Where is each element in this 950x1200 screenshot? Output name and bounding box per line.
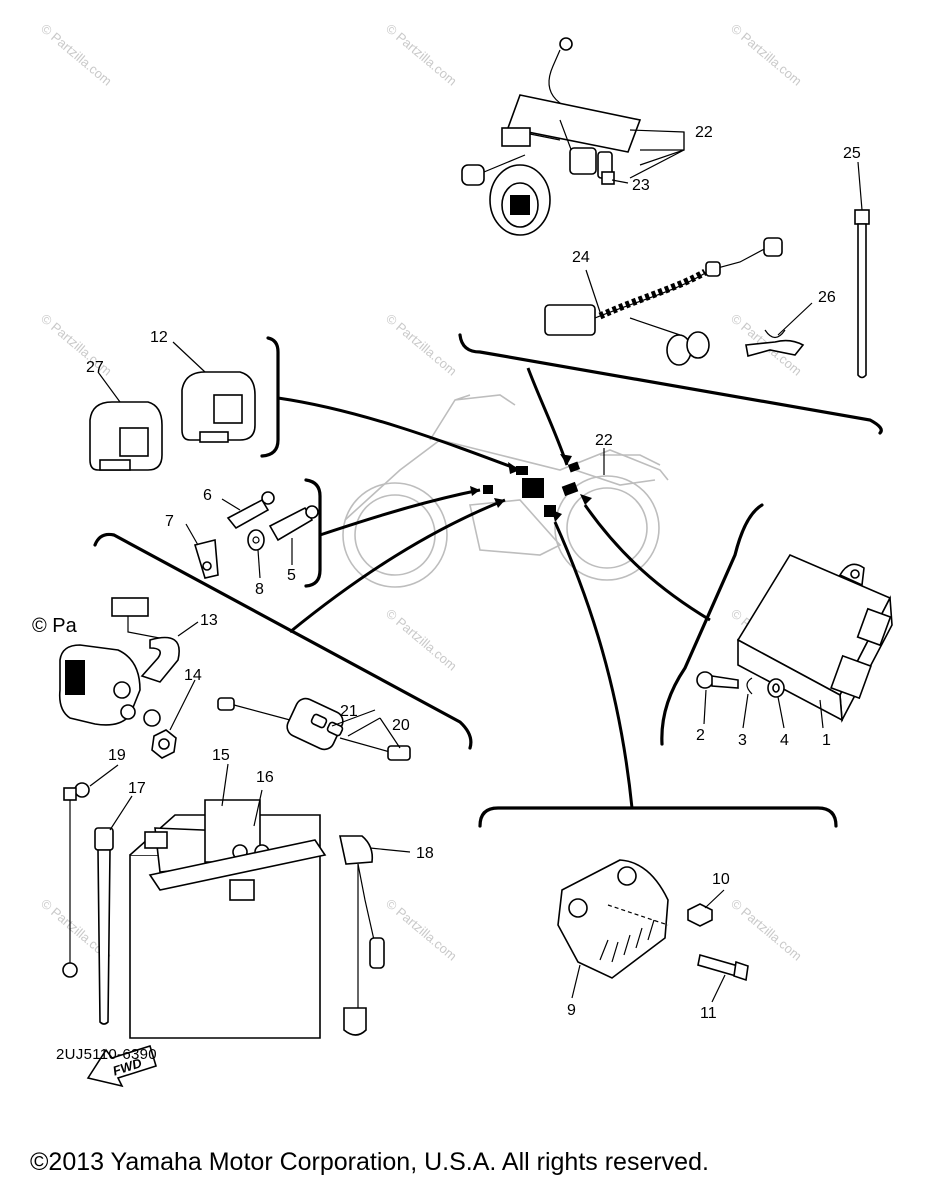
bracket-rectifier xyxy=(478,806,838,828)
callout-4: 4 xyxy=(780,732,789,749)
fwd-arrow-icon: FWD xyxy=(86,1044,157,1088)
watermark: © Partzilla.com xyxy=(383,606,460,674)
bolt-11 xyxy=(697,953,749,982)
wire-harness-assembly xyxy=(461,37,685,236)
callout-27: 27 xyxy=(86,359,104,376)
nut-14 xyxy=(151,729,177,759)
callout-9: 9 xyxy=(567,1002,576,1019)
watermark: © Partzilla.com xyxy=(383,21,460,89)
relay-27 xyxy=(89,401,163,471)
callout-18: 18 xyxy=(416,845,434,862)
rectifier-9 xyxy=(557,859,669,979)
cable-tie-25 xyxy=(854,209,870,379)
bracket-sensors xyxy=(304,478,322,588)
callout-15: 15 xyxy=(212,747,230,764)
cdi-unit-1 xyxy=(736,553,893,723)
callout-6: 6 xyxy=(203,487,212,504)
callout-leaders xyxy=(89,132,863,1003)
callout-19: 19 xyxy=(108,747,126,764)
washer-4 xyxy=(767,678,785,698)
bracket-top-right xyxy=(458,333,883,435)
screw-2 xyxy=(696,671,739,689)
watermark: © Partzilla.com xyxy=(728,896,805,964)
callout-22-bike: 22 xyxy=(595,432,613,449)
starter-relay-13 xyxy=(58,597,180,727)
callout-10: 10 xyxy=(712,871,730,888)
copyright-notice: ©2013 Yamaha Motor Corporation, U.S.A. A… xyxy=(30,1148,709,1176)
callout-14: 14 xyxy=(184,667,202,684)
callout-20: 20 xyxy=(392,717,410,734)
callout-26: 26 xyxy=(818,289,836,306)
callout-17: 17 xyxy=(128,780,146,797)
bracket-relays xyxy=(260,336,280,458)
bracket-cdi xyxy=(660,503,764,746)
callout-23: 23 xyxy=(632,177,650,194)
fuses-21 xyxy=(310,713,344,737)
watermark-layer: © Partzilla.com © Partzilla.com © Partzi… xyxy=(38,21,805,964)
watermark: © Partzilla.com xyxy=(38,21,115,89)
callout-2: 2 xyxy=(696,727,705,744)
callout-16: 16 xyxy=(256,769,274,786)
battery-15 xyxy=(129,799,321,1039)
callout-24: 24 xyxy=(572,249,590,266)
bracket-left xyxy=(93,532,473,750)
bolt-10 xyxy=(687,903,713,927)
relay-12 xyxy=(181,371,256,443)
callout-5: 5 xyxy=(287,567,296,584)
callout-3: 3 xyxy=(738,732,747,749)
watermark: © Partzilla.com xyxy=(383,311,460,379)
wire-lead-24 xyxy=(544,237,783,366)
watermark: © Partzilla.com xyxy=(383,896,460,964)
motorcycle-silhouette xyxy=(342,394,669,588)
fuse-holder-20 xyxy=(217,697,411,761)
callout-25: 25 xyxy=(843,145,861,162)
washer-3 xyxy=(746,677,753,695)
watermark-partial: © Pa xyxy=(32,615,78,637)
callout-1: 1 xyxy=(822,732,831,749)
leader-lines xyxy=(277,367,711,809)
callout-22-top: 22 xyxy=(695,124,713,141)
callout-11: 11 xyxy=(700,1005,717,1022)
diagram-code: 2UJ5110-6390 xyxy=(56,1046,157,1063)
callout-12: 12 xyxy=(150,329,168,346)
group-brackets xyxy=(93,333,883,828)
band-26 xyxy=(745,329,805,358)
callout-7: 7 xyxy=(165,513,174,530)
sensor-switches xyxy=(193,491,319,579)
lead-17 xyxy=(94,827,114,1025)
sensor-18 xyxy=(339,835,385,1036)
callout-21: 21 xyxy=(340,703,358,720)
callout-labels: 1 2 3 4 5 6 7 8 9 10 11 12 13 14 15 16 1… xyxy=(86,124,861,1022)
callout-8: 8 xyxy=(255,581,264,598)
watermark: © Partzilla.com xyxy=(728,21,805,89)
callout-13: 13 xyxy=(200,612,218,629)
band-16 xyxy=(148,839,327,891)
lead-19 xyxy=(62,782,90,978)
